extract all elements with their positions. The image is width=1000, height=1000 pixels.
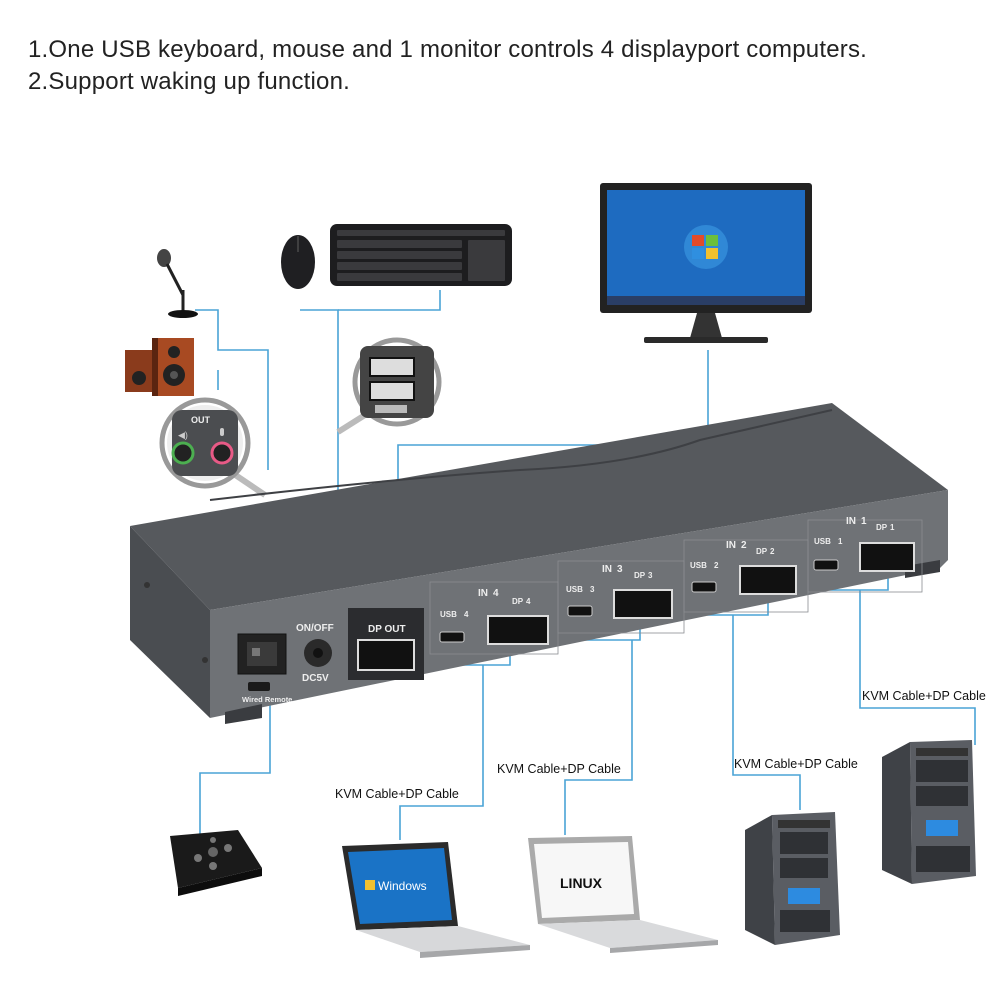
wired-remote [170,830,262,896]
mouse [281,235,315,289]
remote-port [248,682,270,691]
dp-out-label: DP OUT [368,624,406,635]
dc-label: DC5V [302,673,329,684]
front-panel: ON/OFF DC5V Wired Remote DP OUT IN 4 USB… [237,516,923,704]
svg-text:1: 1 [838,537,843,546]
dp-out-port [357,639,415,671]
in3-usb-port [567,605,593,617]
svg-text:1: 1 [890,523,895,532]
svg-text:3: 3 [648,571,653,580]
svg-text:USB: USB [814,537,831,546]
keyboard-line [338,290,441,311]
monitor [600,183,812,343]
in3-dp-port [613,589,673,619]
in1-dp-port [859,542,915,572]
tower-pc-1 [745,812,840,945]
svg-text:USB: USB [566,585,583,594]
svg-text:2: 2 [770,547,775,556]
in3-label: IN [602,564,612,575]
tower-pc-2 [882,740,976,884]
headline-line-1: 1.One USB keyboard, mouse and 1 monitor … [28,36,868,63]
svg-text:1: 1 [861,516,867,527]
keyboard-mouse-line [300,309,339,490]
mic-icon [220,428,224,436]
laptop2-os-label: LINUX [560,875,603,891]
in1-usb-port [813,559,839,571]
in4-usb-port [439,631,465,643]
headline-line-2: 2.Support waking up function. [28,68,351,95]
speakers [125,338,194,396]
laptop-windows: Windows [342,842,530,958]
svg-text:3: 3 [590,585,595,594]
svg-text:4: 4 [526,597,531,606]
mic-line [195,309,269,470]
laptop1-os-label: Windows [378,879,427,893]
svg-text:DP: DP [876,523,888,532]
in2-label: IN [726,540,736,551]
in4-label: IN [478,588,488,599]
cable-label-in1: KVM Cable+DP Cable [862,689,986,703]
in3-line [564,640,633,835]
svg-text:DP: DP [634,571,646,580]
svg-text:4: 4 [493,588,499,599]
svg-text:3: 3 [617,564,623,575]
svg-text:USB: USB [440,610,457,619]
cable-label-in4: KVM Cable+DP Cable [335,787,459,801]
usb-ports-zoom [336,337,442,435]
svg-text:2: 2 [714,561,719,570]
cable-label-in2: KVM Cable+DP Cable [734,757,858,771]
in1-line [859,590,976,745]
port-group-in1: IN 1 USB 1 DP 1 [807,516,923,593]
in2-line [732,615,801,810]
cable-label-in3: KVM Cable+DP Cable [497,762,621,776]
svg-text:2: 2 [741,540,747,551]
connection-lines [195,290,976,840]
keyboard [330,224,512,286]
audio-ports-zoom: OUT ◀) [159,397,267,498]
svg-text:4: 4 [464,610,469,619]
svg-text:USB: USB [690,561,707,570]
in1-label: IN [846,516,856,527]
in2-dp-port [739,565,797,595]
port-group-in3: IN 3 USB 3 DP 3 [557,560,685,634]
svg-text:DP: DP [512,597,524,606]
in4-dp-port [487,615,549,645]
laptop-linux: LINUX [528,836,718,953]
in2-usb-port [691,581,717,593]
port-group-in4: IN 4 USB 4 DP 4 [429,581,559,655]
audio-out-label: OUT [191,415,211,425]
microphone [157,249,198,318]
remote-label: Wired Remote [242,695,292,704]
in4-line [399,665,484,840]
power-label: ON/OFF [296,623,334,634]
remote-line [199,700,271,840]
svg-text:DP: DP [756,547,768,556]
speaker-icon: ◀) [178,430,188,440]
